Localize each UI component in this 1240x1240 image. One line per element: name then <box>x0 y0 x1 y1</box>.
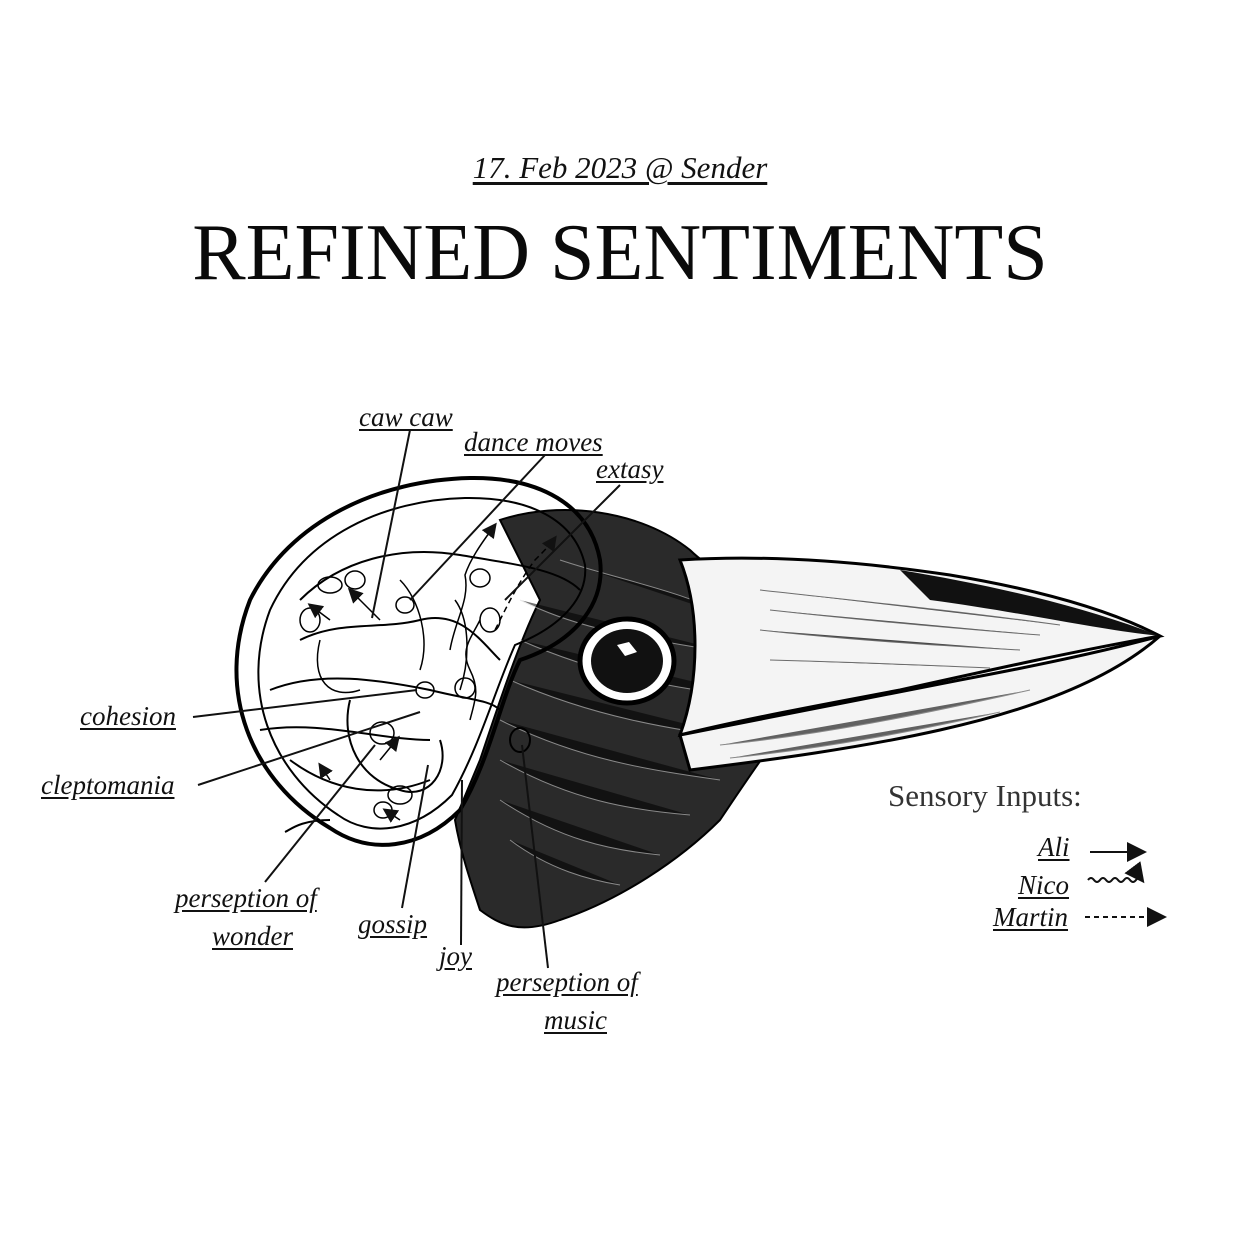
label-perseption-of-music-line2: music <box>544 1005 607 1035</box>
label-cohesion: cohesion <box>80 701 176 731</box>
beak <box>677 556 1165 772</box>
label-perseption-of-wonder-line2: wonder <box>212 921 293 951</box>
skull-cutaway <box>234 475 603 847</box>
label-gossip: gossip <box>358 909 428 939</box>
label-perseption-of-music-line1: perseption of <box>496 967 638 997</box>
label-caw-caw: caw caw <box>359 402 453 432</box>
label-extasy: extasy <box>596 454 664 484</box>
label-leader-lines <box>192 429 621 969</box>
legend-title: Sensory Inputs: <box>888 778 1082 813</box>
event-date: 17. Feb 2023 @ Sender <box>472 150 768 185</box>
legend-item-martin: Martin <box>993 902 1069 932</box>
legend-item-ali: Ali <box>1038 832 1070 862</box>
label-joy: joy <box>439 941 472 971</box>
label-perseption-of-wonder-line1: perseption of <box>175 883 317 913</box>
label-cleptomania: cleptomania <box>41 770 175 800</box>
legend-arrows <box>1085 842 1167 927</box>
page-title: REFINED SENTIMENTS <box>192 209 1048 297</box>
legend-item-nico: Nico <box>1018 870 1069 900</box>
legend-wavy-arrow <box>1087 861 1145 884</box>
bird-eye <box>577 616 677 706</box>
label-dance-moves: dance moves <box>464 427 603 457</box>
